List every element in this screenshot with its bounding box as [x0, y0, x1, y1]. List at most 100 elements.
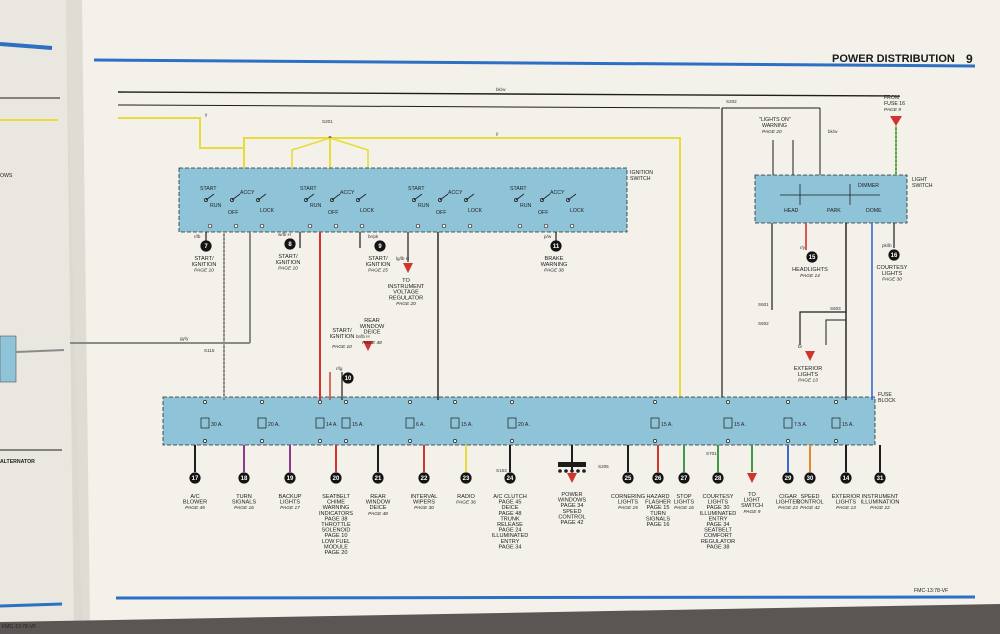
- fuse-element: [650, 417, 660, 429]
- light-pos-head: HEAD: [784, 208, 799, 214]
- bottom-ref-4-badge: [372, 472, 384, 484]
- ignition-switch-label-2: SWITCH: [630, 176, 651, 182]
- bottom-ref-page-0: PAGE 45: [185, 505, 205, 511]
- yellow-wire-label-2: y: [496, 131, 499, 136]
- light-switch-label: LIGHT: [912, 177, 928, 183]
- ignition-terminal: [207, 223, 213, 229]
- mid-ref-page-6: PAGE 30: [882, 277, 902, 283]
- bottom-ref-page-1: PAGE 16: [234, 505, 254, 511]
- fuse-rating-10: 15 A.: [842, 422, 854, 428]
- bottom-ref-page-15: PAGE 42: [800, 505, 820, 511]
- mid-ref-page-9: PAGE 13: [798, 378, 818, 384]
- mid-ref-1-badge: [284, 238, 296, 250]
- fuse-element: [450, 417, 460, 429]
- main-power-bus: [117, 91, 901, 97]
- left-page-fragment: OWS: [0, 173, 13, 179]
- bkw-light-switch-label: bk/w: [828, 129, 838, 134]
- bottom-ref-1-badge-number: 18: [241, 476, 248, 482]
- ignition-pos-1-1: RUN: [310, 203, 321, 209]
- bottom-ref-page-17: PAGE 22: [870, 505, 890, 511]
- bottom-ref-15-badge: [804, 472, 816, 484]
- mid-ref-8-connector-icon: [363, 341, 373, 351]
- ignition-terminal: [233, 223, 239, 229]
- fuse-element: [723, 417, 733, 429]
- connector-bar: [558, 462, 586, 467]
- bottom-ref-13-connector-icon: [747, 473, 757, 483]
- svg-text:BLOCK: BLOCK: [878, 398, 896, 404]
- mid-ref-6-badge-number: 16: [891, 253, 898, 259]
- page-title: POWER DISTRIBUTION: [832, 53, 955, 65]
- bottom-ref-16-badge: [840, 472, 852, 484]
- ignition-pos-2-3: ACCY: [448, 190, 463, 196]
- bottom-ref-9-badge: [622, 472, 634, 484]
- mid-ref-5-badge: [806, 251, 818, 263]
- fuse-element: [405, 417, 415, 429]
- fuse-rating-1: 20 A.: [268, 422, 280, 428]
- mid-ref-page-8: PAGE 48: [362, 340, 382, 346]
- left-footer-code: FMC-13:78-VF: [2, 624, 36, 630]
- ignition-pos-0-0: START: [200, 186, 217, 192]
- fuse-block: [162, 396, 876, 446]
- ignition-pos-0-1: RUN: [210, 203, 221, 209]
- mid-ref-page-4: PAGE 38: [544, 268, 564, 274]
- fuse-rating-8: 15 A.: [734, 422, 746, 428]
- page-number: 9: [966, 52, 973, 66]
- bottom-ref-page-9: PAGE 15: [618, 505, 638, 511]
- ignition-pos-3-0: START: [510, 186, 527, 192]
- splice-s701: S701: [706, 451, 717, 456]
- light-pos-park: PARK: [827, 208, 841, 214]
- mid-ref-9-connector-icon: [805, 351, 815, 361]
- bottom-ref-0-badge: [189, 472, 201, 484]
- fuse-list: 30 A.20 A.14 A.15 A.6 A.15 A.20 A.15 A.1…: [200, 400, 854, 443]
- mid-ref-0-badge: [200, 240, 212, 252]
- bottom-ref-11-badge: [678, 472, 690, 484]
- mid-ref-wire-6: pk/lb: [882, 243, 892, 248]
- bottom-ref-6-badge: [460, 472, 472, 484]
- splice-s602: S602: [758, 321, 769, 326]
- fuse-element: [507, 417, 517, 429]
- fuse-rating-7: 15 A.: [661, 422, 673, 428]
- bottom-ref-page-16: PAGE 13: [836, 505, 856, 511]
- mid-ref-label-7: START/IGNITION: [330, 328, 355, 340]
- bottom-ref-11-badge-number: 27: [681, 476, 688, 482]
- ignition-pos-0-3: ACCY: [240, 190, 255, 196]
- lights-on-warning-label: "LIGHTS ON": [759, 117, 791, 123]
- mid-ref-6-badge: [888, 249, 900, 261]
- fuse-rating-6: 20 A.: [518, 422, 530, 428]
- bottom-ref-2-badge-number: 19: [287, 476, 294, 482]
- bottom-ref-page-2: PAGE 17: [280, 505, 300, 511]
- bottom-ref-5-badge: [418, 472, 430, 484]
- bottom-ref-label-6: RADIO: [457, 494, 475, 500]
- left-page-blue-rule: [0, 42, 53, 50]
- ignition-terminal: [415, 223, 421, 229]
- fuse-block-label: FUSE: [878, 392, 892, 398]
- splice-s603: S603: [830, 306, 841, 311]
- mid-ref-1-badge-number: 8: [288, 242, 292, 248]
- bottom-ref-1-badge: [238, 472, 250, 484]
- fuse-rating-3: 15 A.: [352, 422, 364, 428]
- mid-ref-7-badge: [342, 372, 354, 384]
- light-switch-label-2: SWITCH: [912, 183, 933, 189]
- mid-ref-page-3: PAGE 20: [396, 301, 416, 307]
- ignition-terminal: [543, 223, 549, 229]
- bottom-ref-14-badge: [782, 472, 794, 484]
- ignition-switch-block: [178, 167, 628, 233]
- from-fuse-page: PAGE 9: [884, 107, 901, 113]
- splice-s153: S153: [496, 468, 507, 473]
- mid-ref-7-badge-number: 10: [345, 376, 352, 382]
- mid-ref-3-connector-icon: [403, 263, 413, 273]
- bottom-ref-17-badge: [874, 472, 886, 484]
